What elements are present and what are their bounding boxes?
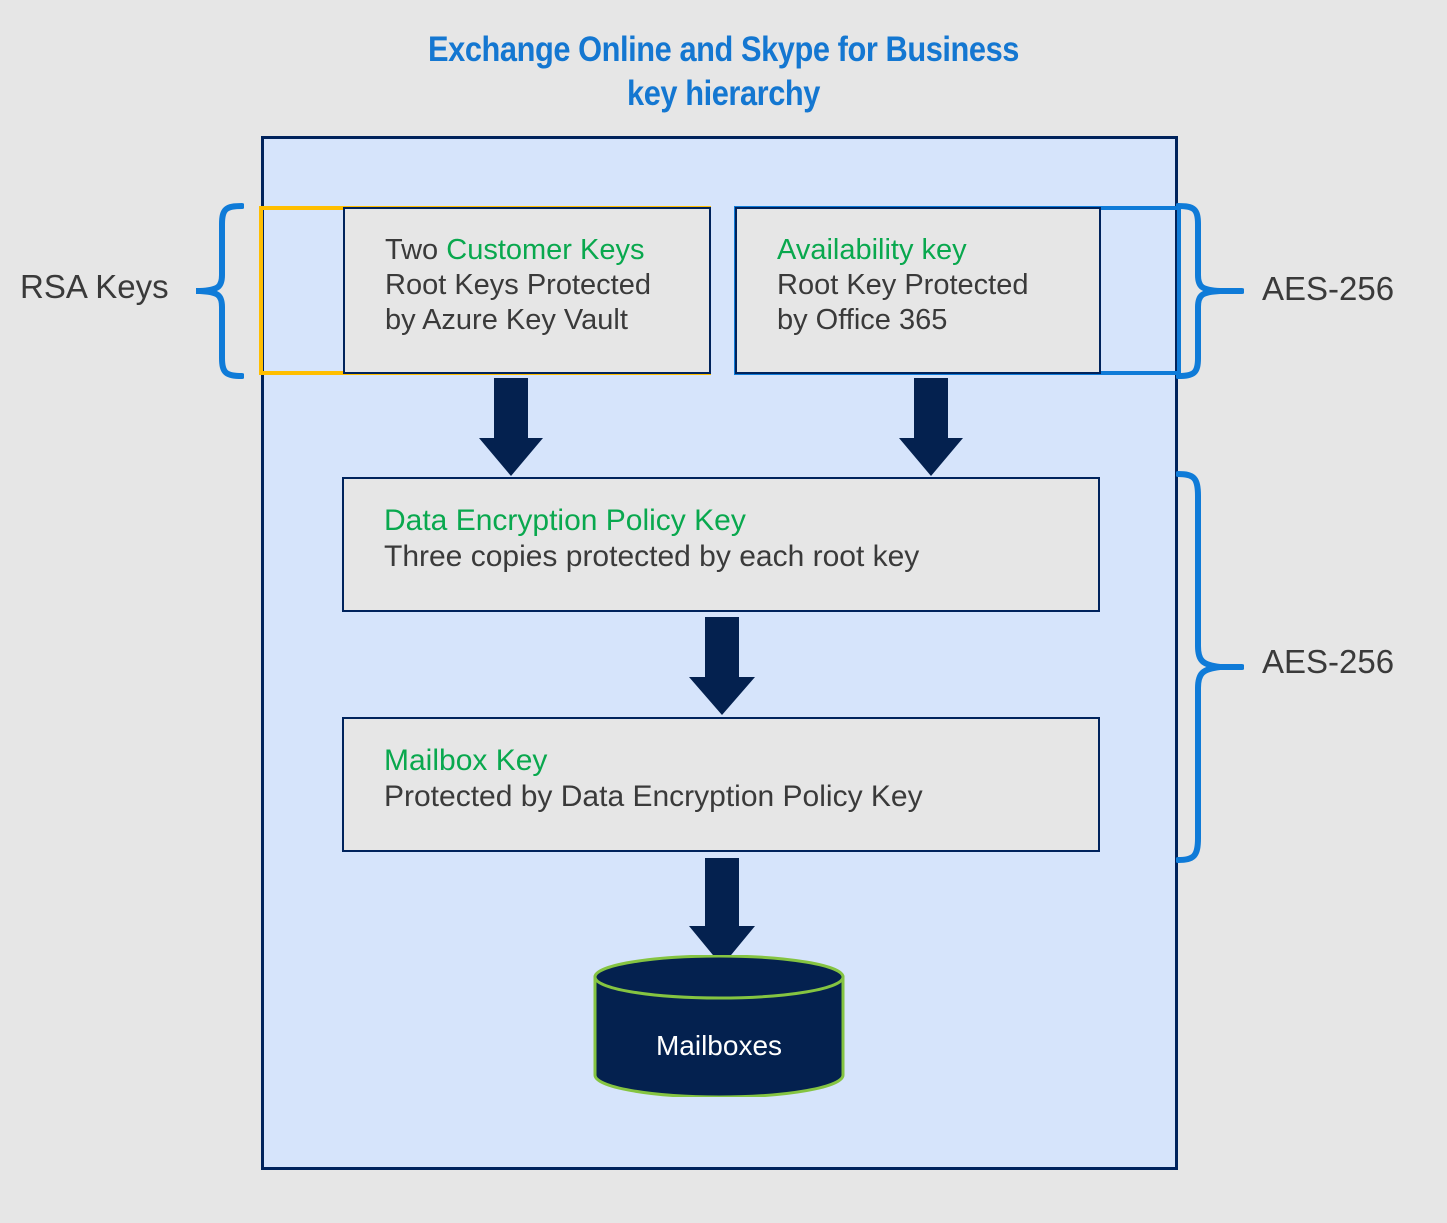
down-arrow-icon-depk-to-mailbox-key [689,617,755,715]
depk-line-2: Three copies protected by each root key [384,540,920,573]
database-cylinder-icon-mailboxes[interactable] [593,955,845,1097]
availability-key-line-2: Root Key Protected [777,269,1029,301]
availability-key-card[interactable]: Availability key Root Key Protected by O… [735,207,1101,374]
right-curly-brace-icon-aes-bottom [1176,470,1244,864]
title-line-2: key hierarchy [627,74,820,113]
mailbox-key-accent: Mailbox Key [384,744,548,777]
mailbox-key-card[interactable]: Mailbox Key Protected by Data Encryption… [342,717,1100,852]
customer-keys-line-3: by Azure Key Vault [385,304,628,336]
mailboxes-label: Mailboxes [655,1030,783,1061]
title-line-1: Exchange Online and Skype for Business [428,30,1019,69]
customer-keys-accent: Customer Keys [446,234,645,266]
customer-keys-line-2: Root Keys Protected [385,269,651,301]
down-arrow-icon-availability-to-depk [899,378,963,476]
depk-accent: Data Encryption Policy Key [384,504,746,537]
customer-keys-prefix: Two [385,234,447,266]
availability-key-accent: Availability key [777,234,967,266]
label-rsa-keys: RSA Keys [20,268,169,305]
customer-keys-card[interactable]: Two Customer Keys Root Keys Protected by… [343,207,711,374]
down-arrow-icon-customer-to-depk [479,378,543,476]
label-aes-256-bottom: AES-256 [1262,643,1395,680]
customer-keys-line-1: Two Customer Keys [385,233,709,268]
availability-key-line-3: by Office 365 [777,304,948,336]
left-curly-brace-icon-rsa [196,202,244,380]
right-curly-brace-icon-aes-top [1176,202,1244,380]
mailbox-key-line-2: Protected by Data Encryption Policy Key [384,780,923,813]
data-encryption-policy-key-card[interactable]: Data Encryption Policy Key Three copies … [342,477,1100,612]
page-title: Exchange Online and Skype for Business k… [87,28,1360,116]
down-arrow-icon-mailbox-key-to-mailboxes [689,858,755,966]
label-aes-256-top: AES-256 [1262,270,1395,307]
